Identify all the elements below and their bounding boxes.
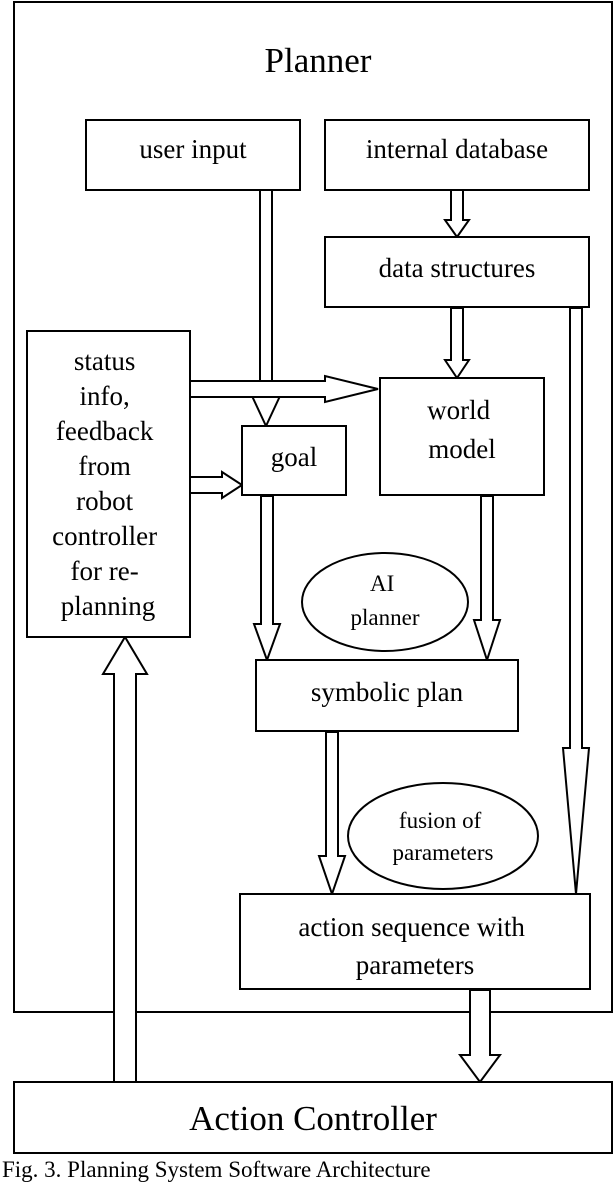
- goal-box: [241, 425, 347, 496]
- action-sequence-line: action sequence with: [298, 912, 525, 942]
- status-info-line: controller: [52, 521, 157, 551]
- arrow-database-to-data-structures: [443, 189, 471, 239]
- status-info-line: info,: [80, 381, 130, 411]
- ai-planner-line: AI: [370, 571, 394, 596]
- action-sequence-label: action sequence with parameters: [298, 912, 531, 980]
- planner-title: Planner: [265, 41, 372, 80]
- world-model-box: [379, 377, 545, 496]
- arrow-action-sequence-to-controller: [458, 989, 502, 1084]
- figure-caption: Fig. 3. Planning System Software Archite…: [2, 1157, 431, 1182]
- data-structures-label: data structures: [379, 253, 536, 283]
- arrow-world-model-to-symbolic-plan: [472, 495, 502, 664]
- action-sequence-box: [239, 893, 591, 990]
- arrow-status-to-goal: [189, 470, 244, 500]
- status-info-label: status info, feedback from robot control…: [52, 346, 164, 621]
- internal-database-box: [324, 119, 590, 191]
- world-model-line: model: [428, 434, 496, 464]
- ai-planner-line: planner: [351, 605, 420, 630]
- symbolic-plan-box: [255, 659, 519, 732]
- fusion-line: fusion of: [399, 808, 482, 833]
- goal-label: goal: [271, 442, 318, 472]
- user-input-box: [85, 119, 301, 191]
- status-info-line: status: [74, 346, 136, 376]
- world-model-line: world: [427, 395, 490, 425]
- status-info-line: feedback: [56, 416, 154, 446]
- status-info-line: planning: [61, 591, 156, 621]
- symbolic-plan-label: symbolic plan: [311, 677, 464, 707]
- status-info-line: for re-: [71, 556, 139, 586]
- status-info-box: [26, 330, 191, 638]
- action-sequence-line: parameters: [356, 950, 474, 980]
- action-controller-label: Action Controller: [189, 1099, 437, 1138]
- fusion-of-parameters-label: fusion of parameters: [393, 808, 494, 865]
- world-model-label: world model: [427, 395, 497, 464]
- fusion-of-parameters-ellipse: [347, 782, 539, 890]
- status-info-line: robot: [76, 486, 133, 516]
- internal-database-label: internal database: [366, 134, 548, 164]
- arrow-controller-to-status-info: [101, 635, 149, 1083]
- ai-planner-ellipse: [301, 552, 469, 652]
- planner-frame: [13, 1, 613, 1013]
- arrow-data-structures-to-action-sequence: [561, 307, 591, 895]
- action-controller-box: [13, 1081, 613, 1154]
- arrow-status-to-world-model: [189, 374, 379, 404]
- ai-planner-label: AI planner: [351, 571, 420, 630]
- data-structures-box: [324, 236, 590, 308]
- arrow-symbolic-plan-to-action-sequence: [317, 731, 347, 898]
- fusion-line: parameters: [393, 840, 494, 865]
- arrow-goal-to-symbolic-plan: [252, 495, 282, 663]
- user-input-label: user input: [139, 134, 247, 164]
- status-info-line: from: [78, 451, 130, 481]
- arrow-data-structures-to-world-model: [443, 307, 471, 380]
